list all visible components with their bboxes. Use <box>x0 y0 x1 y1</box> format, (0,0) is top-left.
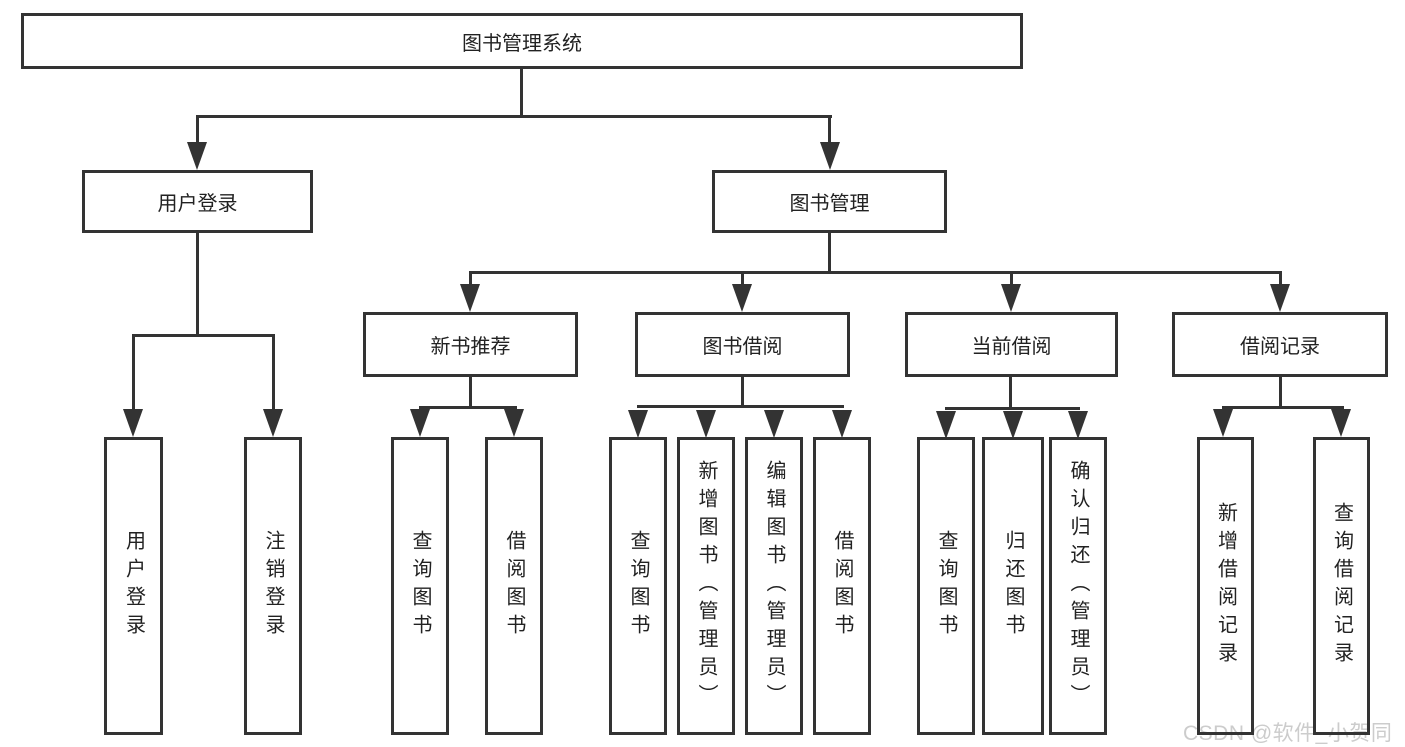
arrow-down-icon <box>123 409 143 437</box>
connector-line <box>469 271 1282 274</box>
connector-line <box>132 334 135 411</box>
leaf-add-book-admin: 新增图书（管理员） <box>677 437 735 735</box>
arrow-down-icon <box>1213 409 1233 437</box>
connector-line <box>419 406 517 409</box>
leaf-borrow-books-2: 借阅图书 <box>813 437 871 735</box>
connector-line <box>1009 377 1012 410</box>
arrow-down-icon <box>1068 411 1088 439</box>
connector-line <box>1279 271 1282 286</box>
arrow-down-icon <box>628 410 648 438</box>
leaf-query-books-2: 查询图书 <box>609 437 667 735</box>
connector-line <box>637 405 844 408</box>
arrow-down-icon <box>1270 284 1290 312</box>
leaf-query-books-1: 查询图书 <box>391 437 449 735</box>
connector-line <box>1222 406 1344 409</box>
node-root: 图书管理系统 <box>21 13 1023 69</box>
connector-line <box>741 271 744 286</box>
arrow-down-icon <box>1001 284 1021 312</box>
leaf-query-books-3: 查询图书 <box>917 437 975 735</box>
arrow-down-icon <box>696 410 716 438</box>
leaf-add-borrow-record: 新增借阅记录 <box>1197 437 1254 735</box>
node-book-management: 图书管理 <box>712 170 947 233</box>
csdn-watermark: CSDN @软件_小贺同学 <box>1183 722 1393 745</box>
leaf-logout: 注销登录 <box>244 437 302 735</box>
node-current-borrow: 当前借阅 <box>905 312 1118 377</box>
arrow-down-icon <box>263 409 283 437</box>
connector-line <box>1010 271 1013 286</box>
leaf-confirm-return-admin: 确认归还（管理员） <box>1049 437 1107 735</box>
connector-line <box>272 334 275 411</box>
node-user-login: 用户登录 <box>82 170 313 233</box>
connector-line <box>945 407 1080 410</box>
connector-line <box>469 377 472 409</box>
leaf-query-borrow-record: 查询借阅记录 <box>1313 437 1370 735</box>
arrow-down-icon <box>504 409 524 437</box>
arrow-down-icon <box>187 142 207 170</box>
connector-line <box>828 233 831 274</box>
connector-line <box>132 334 275 337</box>
leaf-borrow-books-1: 借阅图书 <box>485 437 543 735</box>
connector-line <box>196 233 199 337</box>
connector-line <box>196 115 199 144</box>
arrow-down-icon <box>410 409 430 437</box>
leaf-edit-book-admin: 编辑图书（管理员） <box>745 437 803 735</box>
leaf-user-login: 用户登录 <box>104 437 163 735</box>
node-book-borrow: 图书借阅 <box>635 312 850 377</box>
node-new-book-recommend: 新书推荐 <box>363 312 578 377</box>
arrow-down-icon <box>1003 411 1023 439</box>
arrow-down-icon <box>832 410 852 438</box>
arrow-down-icon <box>732 284 752 312</box>
arrow-down-icon <box>820 142 840 170</box>
arrow-down-icon <box>1331 409 1351 437</box>
connector-line <box>828 115 831 144</box>
node-borrow-records: 借阅记录 <box>1172 312 1388 377</box>
connector-line <box>1279 377 1282 409</box>
connector-line <box>196 115 832 118</box>
connector-line <box>469 271 472 286</box>
leaf-return-book: 归还图书 <box>982 437 1044 735</box>
connector-line <box>520 69 523 118</box>
arrow-down-icon <box>764 410 784 438</box>
connector-line <box>741 377 744 408</box>
arrow-down-icon <box>936 411 956 439</box>
arrow-down-icon <box>460 284 480 312</box>
